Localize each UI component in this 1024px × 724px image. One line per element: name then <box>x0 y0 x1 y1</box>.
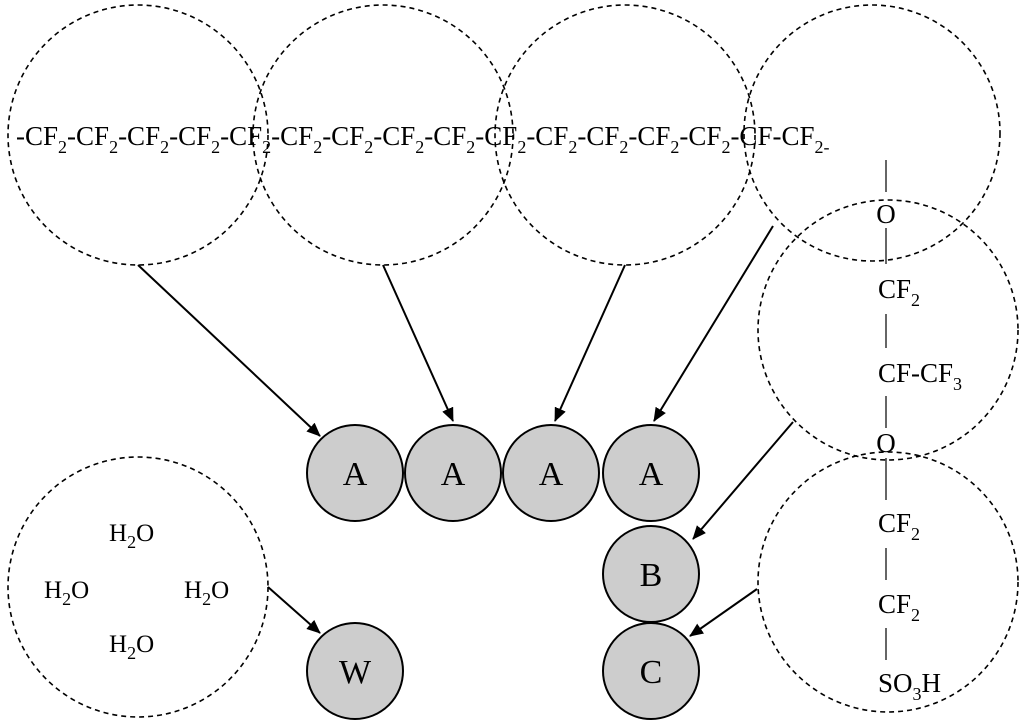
water-molecule-bottom: H2O <box>109 631 154 663</box>
bead-a1-label: A <box>343 456 368 493</box>
bead-a2-label: A <box>441 456 466 493</box>
group-circle-sidechain-ether <box>757 199 1019 461</box>
bead-w: W <box>306 622 404 720</box>
bead-w-label: W <box>339 654 372 691</box>
side-chain-cf2-1: CF2 <box>878 274 920 310</box>
bead-b: B <box>602 525 700 623</box>
arrow-sulfonate-to-c <box>689 588 758 637</box>
group-circle-backbone-3 <box>494 4 756 266</box>
side-chain-so3h: SO3H <box>878 668 941 704</box>
bead-c-label: C <box>640 654 663 691</box>
arrow-backbone-3-to-a3 <box>554 264 626 422</box>
bead-a1: A <box>306 424 404 522</box>
arrow-backbone-2-to-a2 <box>382 264 454 422</box>
bead-a2: A <box>404 424 502 522</box>
backbone-chain-text: -CF2-CF2-CF2-CF2-CF2-CF2-CF2-CF2-CF2-CF2… <box>16 121 829 157</box>
group-circle-backbone-4 <box>743 4 1001 262</box>
bead-c: C <box>602 622 700 720</box>
bead-a3: A <box>502 424 600 522</box>
bead-b-label: B <box>640 557 663 594</box>
side-chain-cf2-3: CF2 <box>878 589 920 625</box>
water-molecule-left: H2O <box>44 577 89 609</box>
side-chain-oxygen-2: O <box>876 428 896 458</box>
bead-a4-label: A <box>639 456 664 493</box>
side-chain-cf-cf3: CF-CF3 <box>878 358 962 394</box>
group-circle-backbone-2 <box>252 4 514 266</box>
side-chain-cf2-2: CF2 <box>878 508 920 544</box>
side-chain-oxygen-1: O <box>876 199 896 229</box>
group-circle-sidechain-sulfonate <box>757 451 1019 713</box>
arrow-backbone-4-to-a4 <box>653 225 774 422</box>
arrow-backbone-1-to-a1 <box>137 264 321 437</box>
bead-a4: A <box>602 424 700 522</box>
group-circle-backbone-1 <box>7 4 269 266</box>
water-molecule-top: H2O <box>109 520 154 552</box>
arrow-ether-to-b <box>692 421 794 540</box>
arrow-water-to-w <box>267 586 321 634</box>
water-molecule-right: H2O <box>184 577 229 609</box>
bead-a3-label: A <box>539 456 564 493</box>
